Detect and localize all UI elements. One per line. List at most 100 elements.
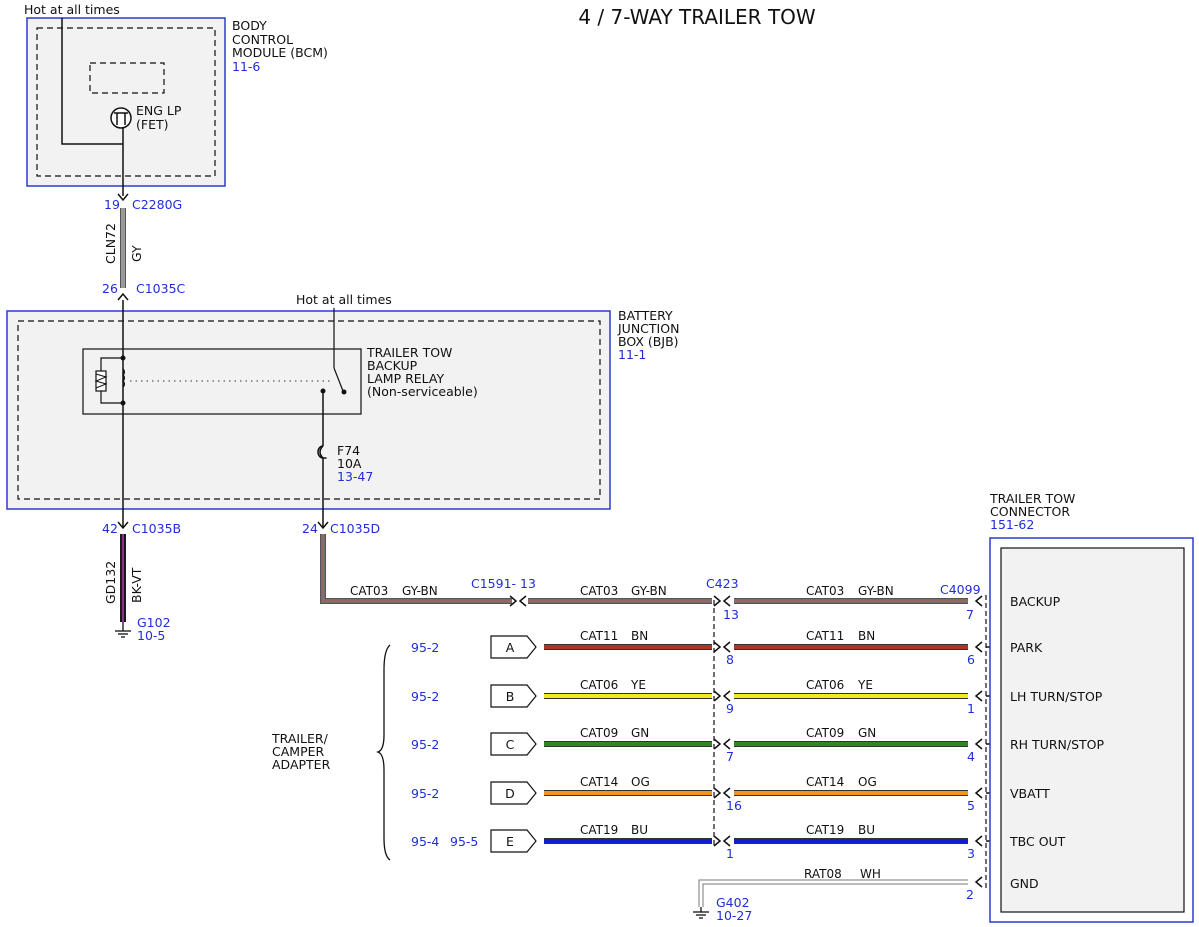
row-a-ref[interactable]: 95-2 <box>411 640 439 655</box>
gd132-color: BK-VT <box>129 567 144 603</box>
fet-label-2: (FET) <box>136 117 168 132</box>
row-e-ref[interactable]: 95-4 <box>411 834 439 849</box>
fuse-label-2: 10A <box>337 456 362 471</box>
c2280g-pin[interactable]: 19 <box>104 197 120 212</box>
connector-arrow-icon <box>722 787 731 799</box>
connector-arrow-icon <box>722 738 731 750</box>
wire-a-circuit-1: CAT11 <box>580 629 618 643</box>
connector-arrow-icon <box>974 738 983 750</box>
bjb-ref[interactable]: 11-1 <box>618 347 646 362</box>
c4099-pin-c[interactable]: 4 <box>967 749 975 764</box>
c423-pin-e[interactable]: 1 <box>726 846 734 861</box>
wire-c-color-1: GN <box>631 726 649 740</box>
c4099-pin-d[interactable]: 5 <box>967 798 975 813</box>
c423-pin-b[interactable]: 9 <box>726 701 734 716</box>
g102-label[interactable]: G102 <box>137 615 171 630</box>
wire-e-circuit-2: CAT19 <box>806 823 844 837</box>
fuse-ref[interactable]: 13-47 <box>337 469 373 484</box>
adapter-label-3: ADAPTER <box>272 757 331 772</box>
wire-b-color-2: YE <box>857 678 873 692</box>
fet-label-1: ENG LP <box>136 103 182 118</box>
cat03-circuit-3: CAT03 <box>806 584 844 598</box>
adapter-pin-e[interactable] <box>490 829 537 853</box>
bcm-name-2: CONTROL <box>232 32 293 47</box>
trailer-tow-connector[interactable] <box>989 537 1194 923</box>
cat03-color-3: GY-BN <box>858 584 894 598</box>
g402-ref[interactable]: 10-27 <box>716 908 752 923</box>
c1035d-label[interactable]: C1035D <box>330 521 380 536</box>
c423-label[interactable]: C423 <box>706 576 739 591</box>
c4099-pin-a[interactable]: 6 <box>967 652 975 667</box>
c423-pin-13[interactable]: 13 <box>723 607 739 622</box>
pin-label-gnd: GND <box>1010 876 1039 891</box>
c4099-label[interactable]: C4099 <box>940 582 981 597</box>
wire-d-color-2: OG <box>858 775 877 789</box>
relay-coil-icon <box>122 368 125 388</box>
connector-arrow-icon <box>117 292 129 301</box>
adapter-pin-letter-e: E <box>506 834 514 849</box>
row-d-ref[interactable]: 95-2 <box>411 786 439 801</box>
adapter-pin-letter-c: C <box>506 737 515 752</box>
pin-label-rh-turn: RH TURN/STOP <box>1010 737 1104 752</box>
wire-e-color-1: BU <box>631 823 648 837</box>
c1035b-label[interactable]: C1035B <box>132 521 181 536</box>
fuse-label-1: F74 <box>337 443 360 458</box>
bcm-hot-label: Hot at all times <box>24 2 120 17</box>
c1035c-label[interactable]: C1035C <box>136 281 186 296</box>
connector-arrow-icon <box>117 521 129 530</box>
row-e-ref2[interactable]: 95-5 <box>450 834 478 849</box>
c423-pin-a[interactable]: 8 <box>726 652 734 667</box>
bjb-module[interactable] <box>6 300 611 528</box>
c1035d-pin[interactable]: 24 <box>302 521 318 536</box>
c4099-pin-b[interactable]: 1 <box>967 701 975 716</box>
adapter-pin-c[interactable] <box>490 732 537 756</box>
wire-d-circuit-1: CAT14 <box>580 775 618 789</box>
c1035b-pin[interactable]: 42 <box>102 521 118 536</box>
connector-arrow-icon <box>713 641 722 653</box>
connector-arrow-icon <box>117 193 129 202</box>
connector-arrow-icon <box>713 595 722 607</box>
wire-c-circuit-2: CAT09 <box>806 726 844 740</box>
c1035c-pin[interactable]: 26 <box>102 281 118 296</box>
wire-b-circuit-2: CAT06 <box>806 678 844 692</box>
bcm-ref[interactable]: 11-6 <box>232 59 260 74</box>
adapter-pin-b[interactable] <box>490 684 537 708</box>
connector-arrow-icon <box>974 876 983 888</box>
pin-label-lh-turn: LH TURN/STOP <box>1010 689 1103 704</box>
pin-label-park: PARK <box>1010 640 1043 655</box>
adapter-pin-a[interactable] <box>490 635 537 659</box>
adapter-pin-letter-d: D <box>505 786 515 801</box>
c2280g-label[interactable]: C2280G <box>132 197 182 212</box>
bjb-name-3: BOX (BJB) <box>618 334 679 349</box>
g102-ref[interactable]: 10-5 <box>137 628 165 643</box>
connector-arrow-icon <box>722 641 731 653</box>
connector-arrow-icon <box>713 738 722 750</box>
relay-label-4: (Non-serviceable) <box>367 384 478 399</box>
wire-d-color-1: OG <box>631 775 650 789</box>
row-c-ref[interactable]: 95-2 <box>411 737 439 752</box>
connector-arrow-icon <box>974 595 983 607</box>
wire-c-color-2: GN <box>858 726 876 740</box>
cln72-color: GY <box>129 245 144 262</box>
c4099-pin-7[interactable]: 7 <box>966 607 974 622</box>
relay-label-3: LAMP RELAY <box>367 371 445 386</box>
adapter-pin-d[interactable] <box>490 781 537 805</box>
diagram-title: 4 / 7-WAY TRAILER TOW <box>578 5 816 29</box>
relay-switch-icon <box>333 367 344 392</box>
c423-pin-d[interactable]: 16 <box>726 798 742 813</box>
c4099-pin-e[interactable]: 3 <box>967 846 975 861</box>
rat08-color: WH <box>860 867 881 881</box>
wire-a-circuit-2: CAT11 <box>806 629 844 643</box>
c1591-label[interactable]: C1591- 13 <box>471 576 536 591</box>
connector-ref[interactable]: 151-62 <box>990 517 1034 532</box>
c423-pin-c[interactable]: 7 <box>726 749 734 764</box>
rat08-circuit: RAT08 <box>804 867 842 881</box>
connector-name-2: CONNECTOR <box>990 504 1070 519</box>
adapter-bracket <box>375 644 391 861</box>
g402-label[interactable]: G402 <box>716 895 750 910</box>
gnd-pin-2[interactable]: 2 <box>966 887 974 902</box>
connector-name-1: TRAILER TOW <box>989 491 1075 506</box>
row-b-ref[interactable]: 95-2 <box>411 689 439 704</box>
bcm-module[interactable] <box>26 17 226 196</box>
